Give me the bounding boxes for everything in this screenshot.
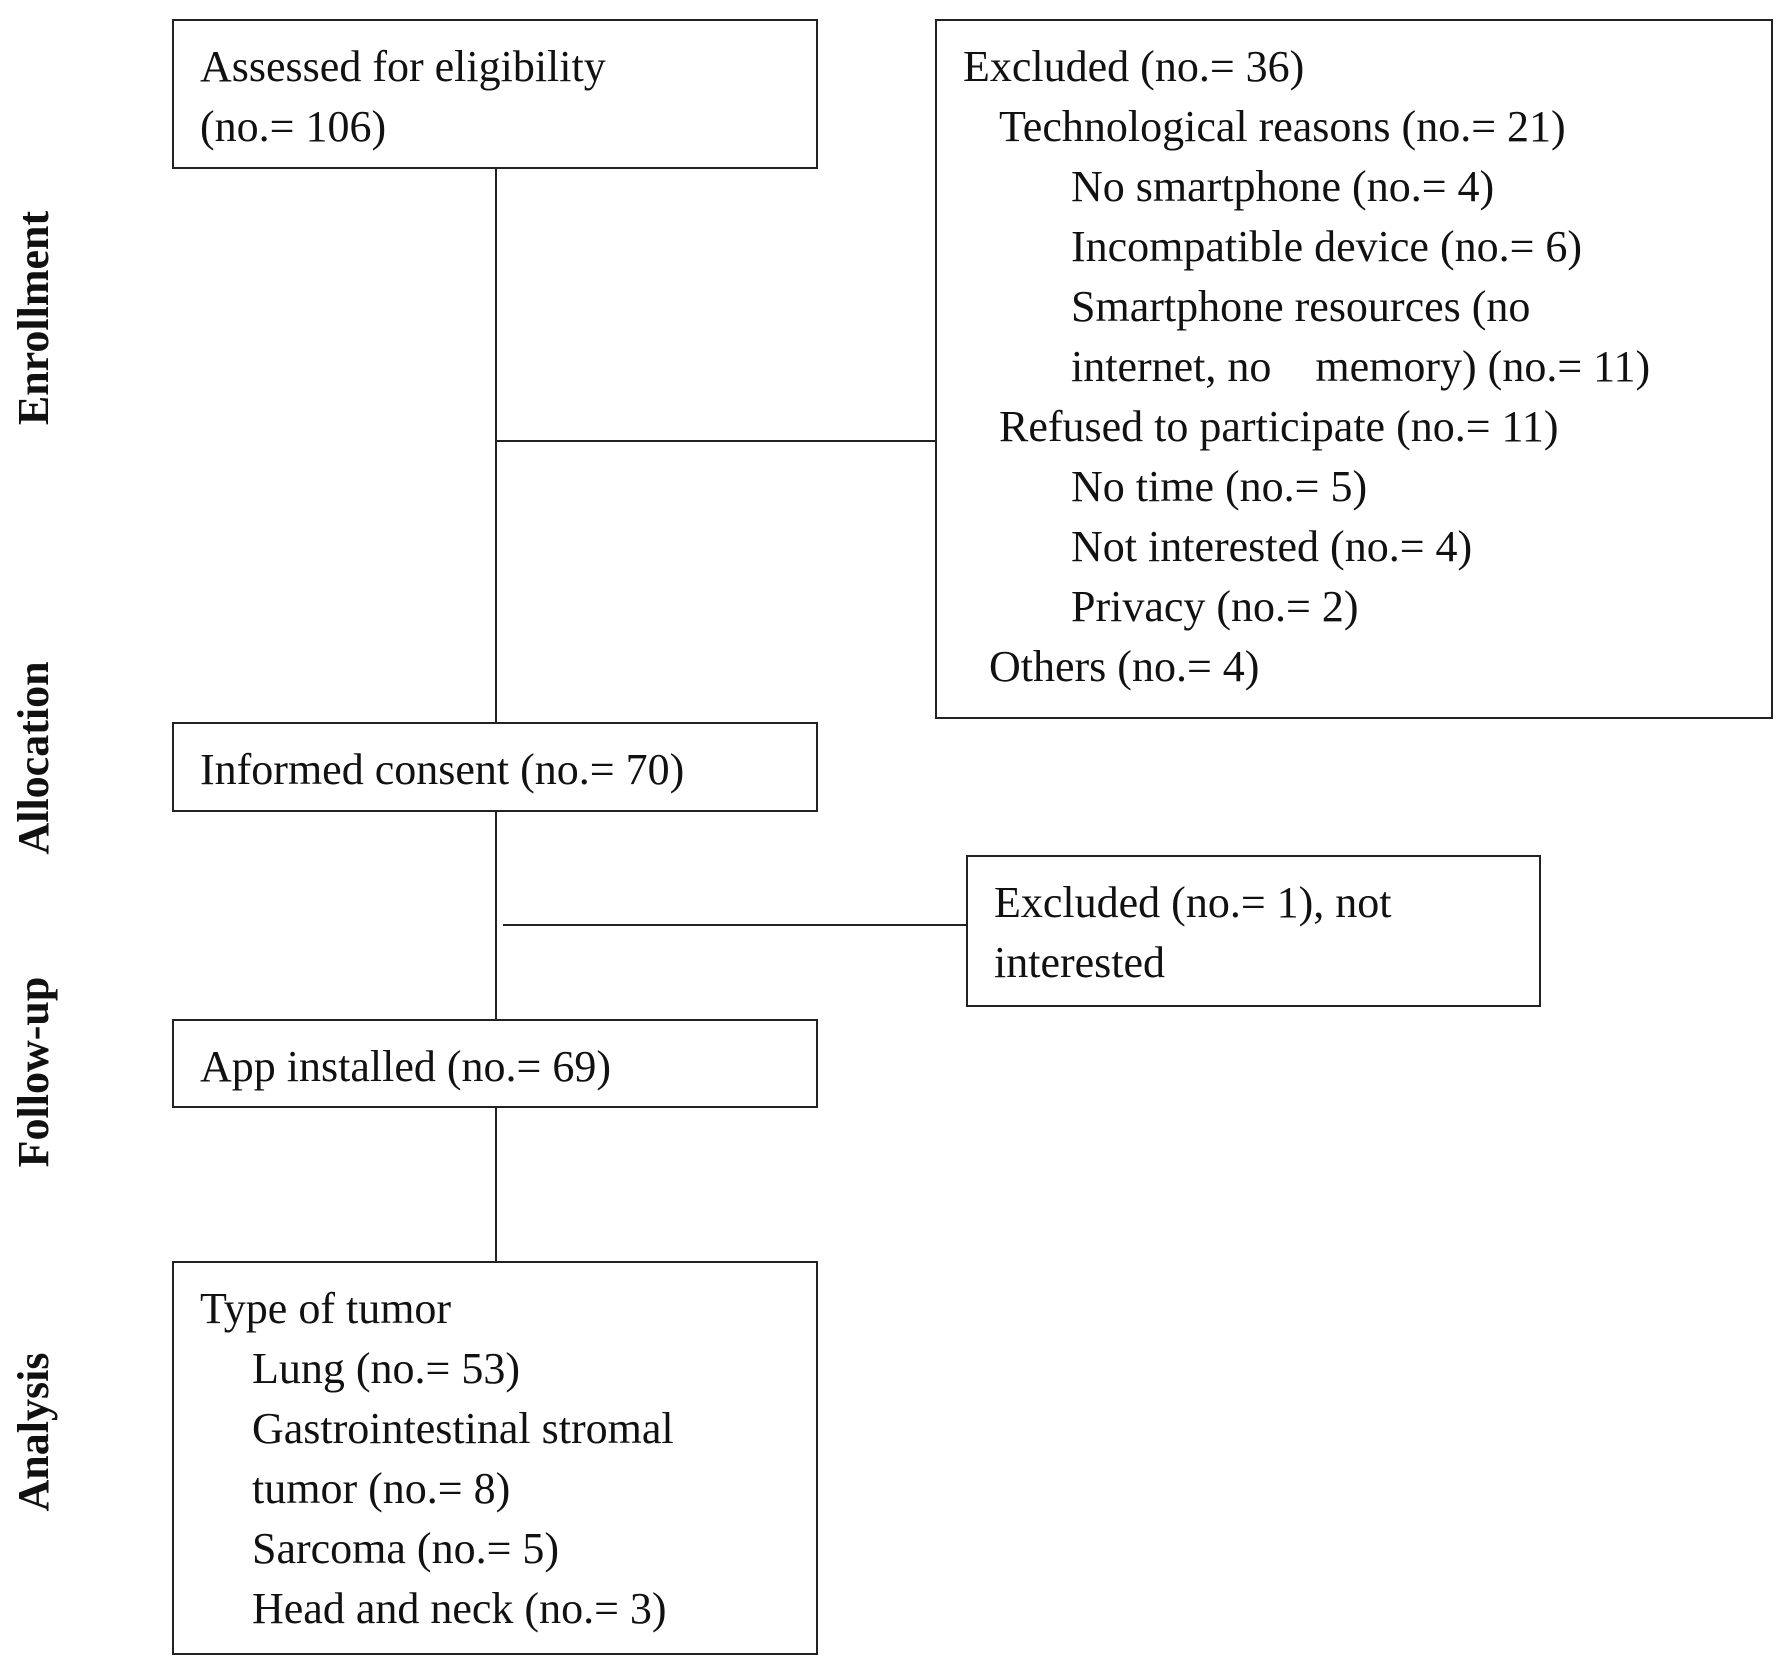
others-item: Others (no.= 4) xyxy=(989,642,1260,691)
installed-box: App installed (no.= 69) xyxy=(172,1019,818,1108)
excluded-followup-line: interested xyxy=(994,938,1166,987)
tumor-heading: Type of tumor xyxy=(200,1284,452,1333)
tumor-box: Type of tumor Lung (no.= 53) Gastrointes… xyxy=(172,1261,818,1655)
refused-item: No time (no.= 5) xyxy=(1071,462,1368,511)
refused-item: Privacy (no.= 2) xyxy=(1071,582,1359,631)
phase-label-follow-up: Follow-up xyxy=(9,976,58,1168)
consent-text: Informed consent (no.= 70) xyxy=(200,745,685,794)
phase-label-analysis: Analysis xyxy=(9,1352,58,1512)
tumor-item: Sarcoma (no.= 5) xyxy=(252,1524,560,1573)
excluded-followup-line: Excluded (no.= 1), not xyxy=(994,878,1392,927)
technological-reasons-heading: Technological reasons (no.= 21) xyxy=(999,102,1566,151)
consent-box: Informed consent (no.= 70) xyxy=(172,722,818,812)
refused-heading: Refused to participate (no.= 11) xyxy=(999,402,1559,451)
technological-item: internet, no memory) (no.= 11) xyxy=(1071,342,1651,391)
assessed-box: Assessed for eligibility (no.= 106) xyxy=(172,19,818,169)
refused-item: Not interested (no.= 4) xyxy=(1071,522,1473,571)
technological-item: No smartphone (no.= 4) xyxy=(1071,162,1495,211)
excluded-followup-box: Excluded (no.= 1), not interested xyxy=(966,855,1541,1007)
tumor-item: Head and neck (no.= 3) xyxy=(252,1584,667,1633)
technological-item: Smartphone resources (no xyxy=(1071,282,1531,331)
excluded-main-title: Excluded (no.= 36) xyxy=(963,42,1305,91)
phase-label-allocation: Allocation xyxy=(9,661,58,855)
assessed-line: Assessed for eligibility xyxy=(200,42,606,91)
excluded-main-box: Excluded (no.= 36) Technological reasons… xyxy=(935,19,1773,719)
assessed-line: (no.= 106) xyxy=(200,102,387,151)
phase-label-enrollment: Enrollment xyxy=(9,210,58,426)
technological-item: Incompatible device (no.= 6) xyxy=(1071,222,1583,271)
tumor-item: Gastrointestinal stromal xyxy=(252,1404,674,1453)
tumor-item: Lung (no.= 53) xyxy=(252,1344,520,1393)
installed-text: App installed (no.= 69) xyxy=(200,1042,611,1091)
tumor-item: tumor (no.= 8) xyxy=(252,1464,511,1513)
